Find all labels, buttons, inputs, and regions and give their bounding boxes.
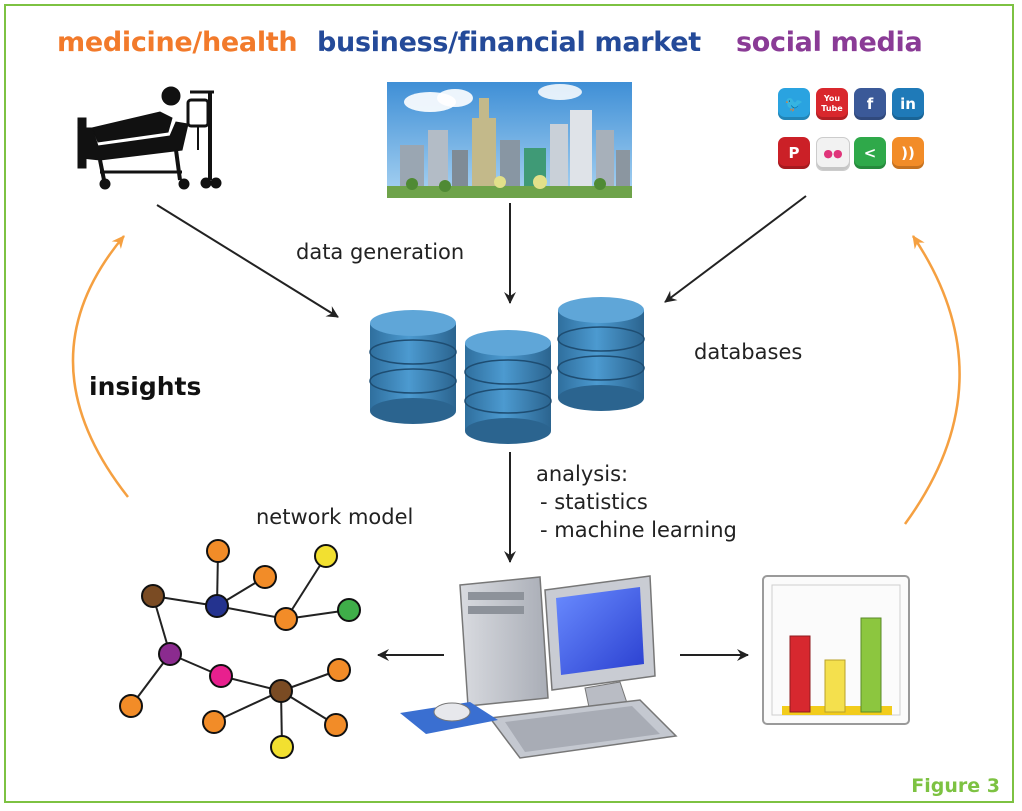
arrow-medicine-to-db <box>156 204 339 318</box>
analysis-label: analysis: - statistics - machine learnin… <box>536 460 737 544</box>
medicine-health-heading: medicine/health <box>57 27 298 58</box>
share-icon: < <box>854 137 886 169</box>
network-node <box>119 539 361 759</box>
social-media-heading: social media <box>736 27 923 58</box>
insights-label: insights <box>89 372 202 401</box>
twitter-icon: 🐦 <box>778 88 810 120</box>
analysis-title: analysis: <box>536 462 629 486</box>
rss-icon: )) <box>892 137 924 169</box>
business-market-heading: business/financial market <box>317 27 701 58</box>
network-model-graph <box>119 539 361 759</box>
figure-label: Figure 3 <box>911 775 1000 797</box>
hospital-bed-icon <box>77 86 222 190</box>
linkedin-icon: in <box>892 88 924 120</box>
arrow-social-to-db <box>664 195 807 303</box>
data-generation-label: data generation <box>296 240 465 264</box>
pinterest-icon: P <box>778 137 810 169</box>
insights-arrow-right <box>903 235 961 525</box>
computer-icon <box>400 575 678 759</box>
analysis-item-machine-learning: - machine learning <box>540 518 737 542</box>
databases-label: databases <box>694 340 803 364</box>
youtube-icon: You Tube <box>816 88 848 120</box>
network-model-label: network model <box>256 505 414 529</box>
analysis-item-statistics: - statistics <box>540 490 648 514</box>
facebook-icon: f <box>854 88 886 120</box>
insights-arrow-left <box>71 235 129 498</box>
flickr-icon: ●● <box>816 137 850 171</box>
city-skyline-image <box>387 82 632 198</box>
database-icon <box>369 297 645 444</box>
bar-chart-icon <box>762 575 910 725</box>
